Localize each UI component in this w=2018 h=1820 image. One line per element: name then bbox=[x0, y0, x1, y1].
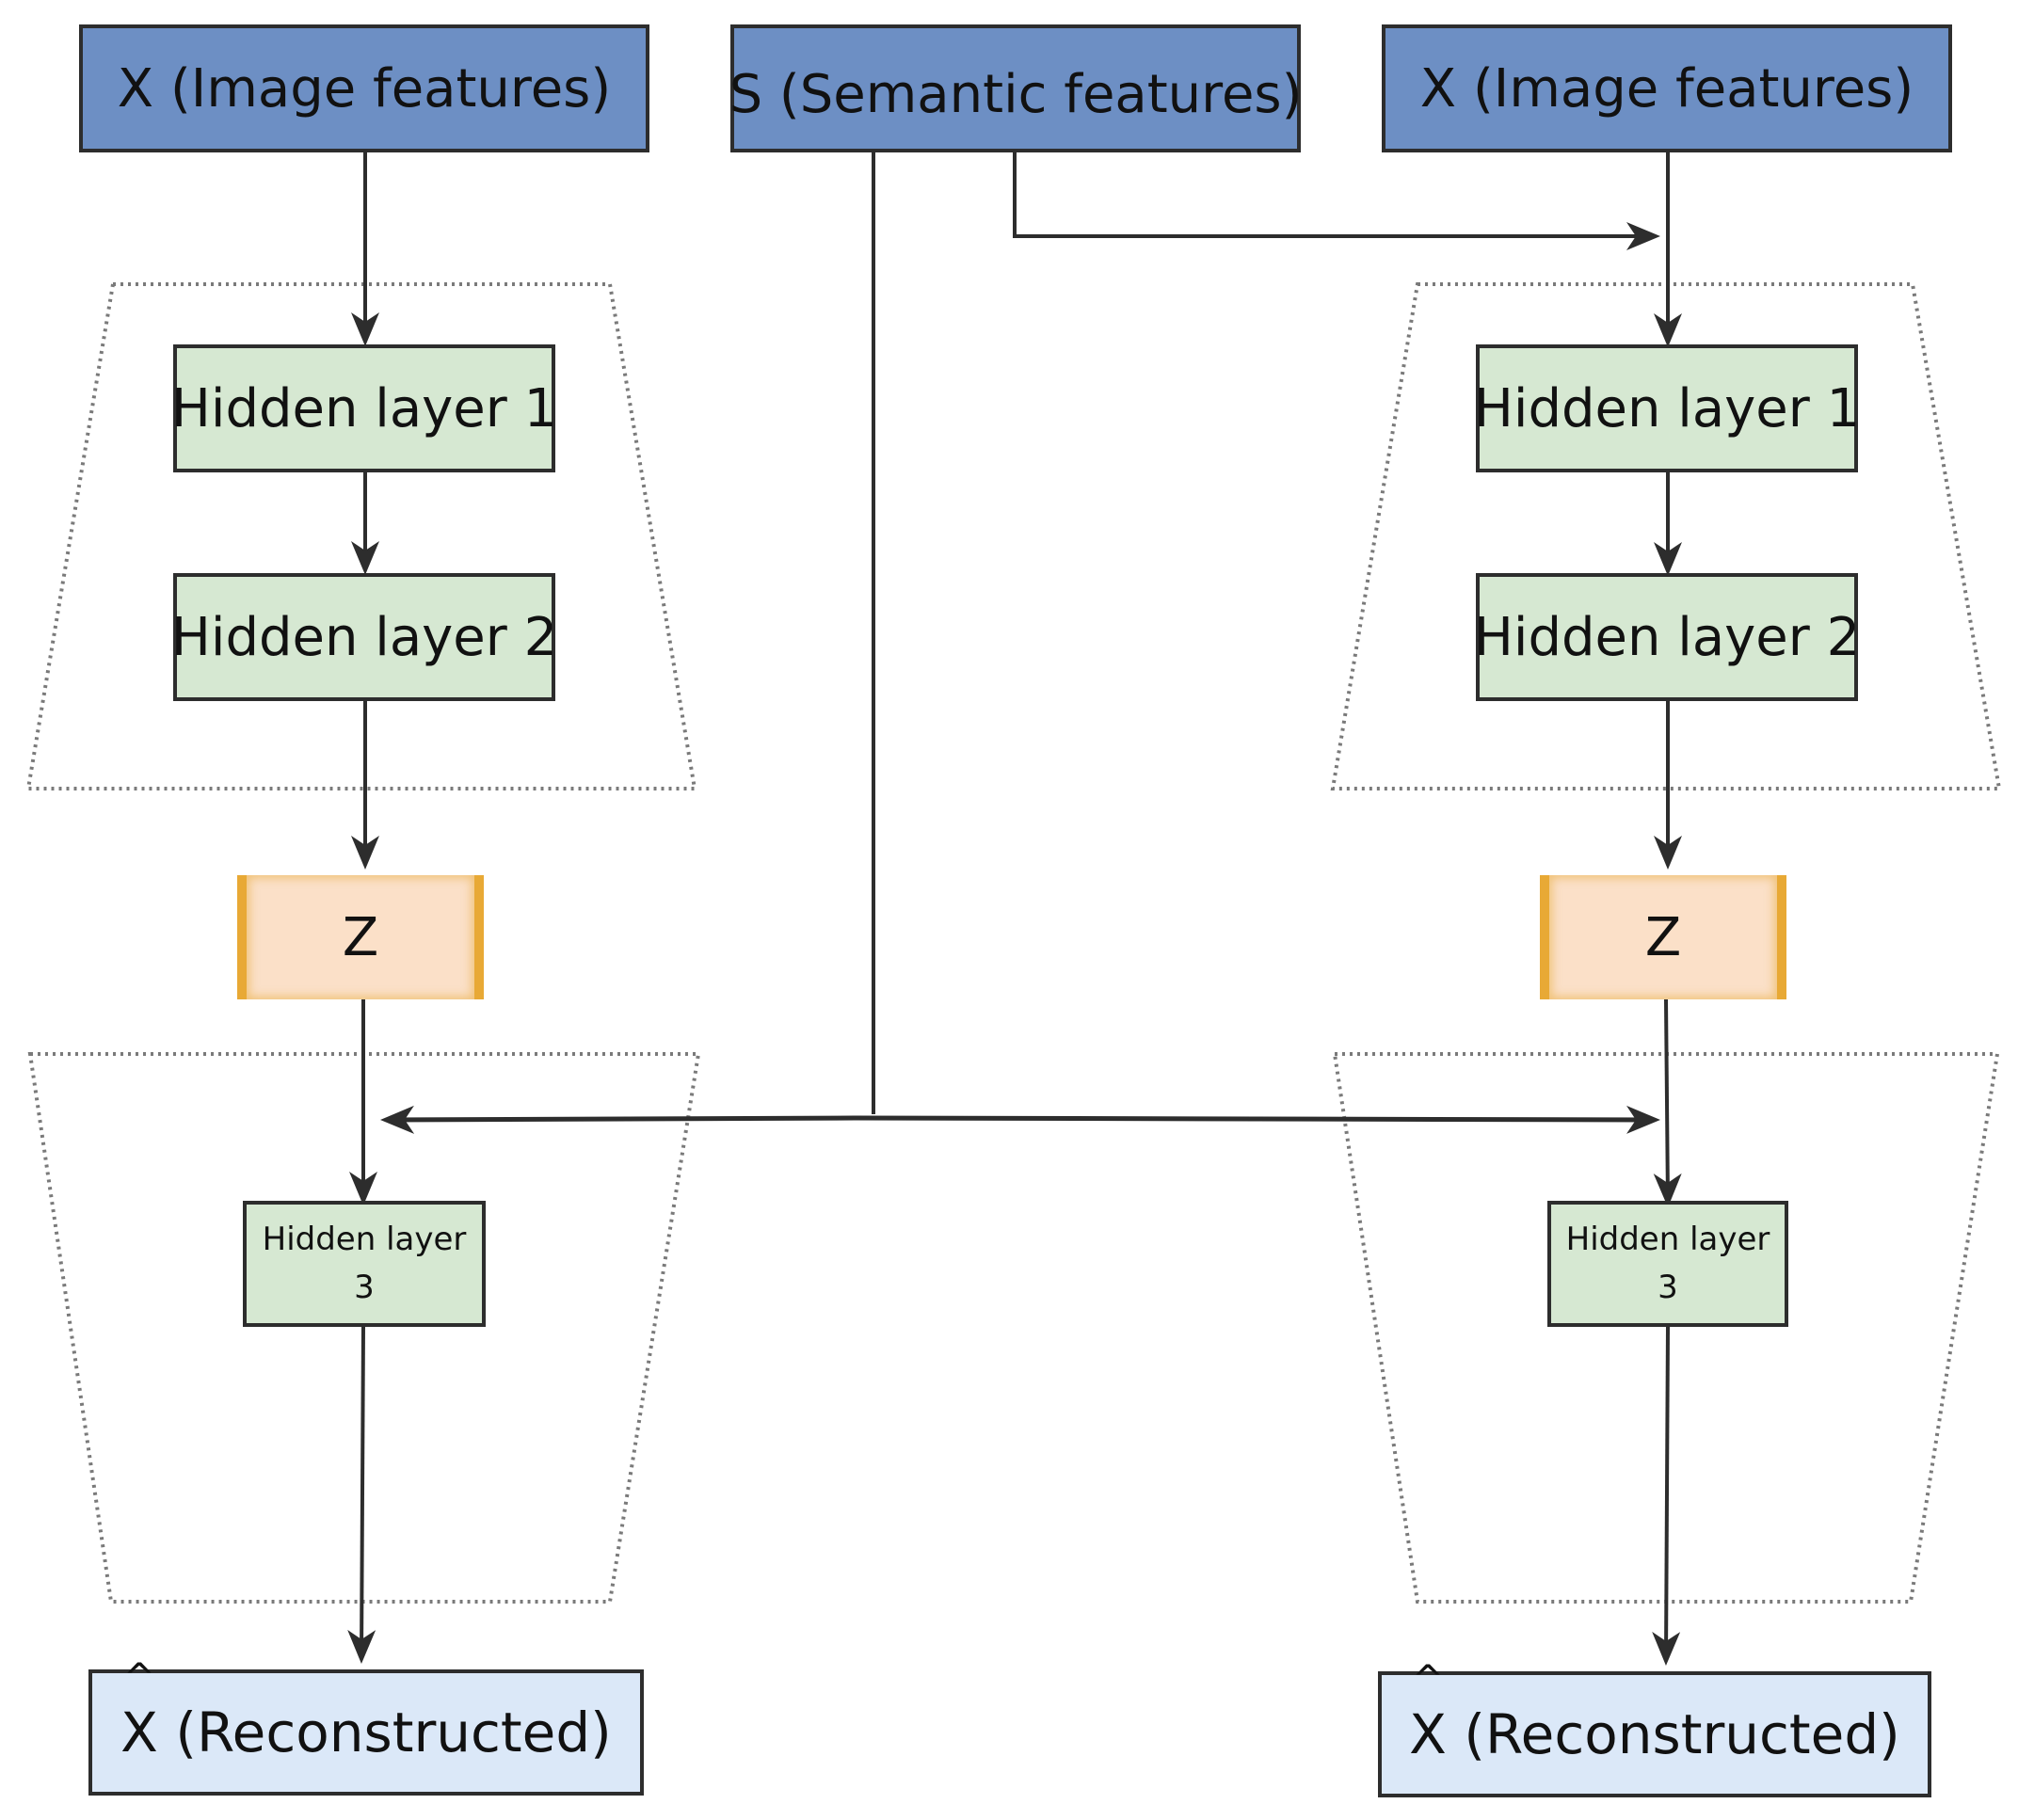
left-reconstructed-box: ^X (Reconstructed) bbox=[88, 1659, 644, 1796]
arrow-right-h3-to-output bbox=[1652, 1326, 1681, 1666]
semantic-to-right-decoder-arrow bbox=[854, 1105, 1660, 1134]
left-latent-z-label: Z bbox=[342, 906, 379, 968]
left-x-symbol: X bbox=[120, 1700, 158, 1764]
right-reconstructed-label: ^X (Reconstructed) bbox=[1409, 1661, 1900, 1766]
arrow-left-h3-to-output bbox=[347, 1326, 376, 1664]
arrow-right-z-to-h3 bbox=[1653, 998, 1682, 1207]
semantic-features-label: S (Semantic features) bbox=[729, 63, 1303, 125]
left-hat-glyph: ^ bbox=[123, 1656, 155, 1700]
semantic-features-box: S (Semantic features) bbox=[729, 24, 1303, 152]
semantic-to-right-encoder-arrow bbox=[1013, 152, 1660, 250]
left-x-hat-symbol: ^X bbox=[120, 1659, 158, 1764]
left-encoder-region bbox=[25, 282, 697, 790]
left-image-features-box: X (Image features) bbox=[79, 24, 649, 152]
right-hidden-layer-1-label: Hidden layer 1 bbox=[1473, 377, 1861, 439]
left-reconstructed-text: (Reconstructed) bbox=[157, 1700, 612, 1764]
right-x-symbol: X bbox=[1409, 1702, 1447, 1766]
right-latent-z-label: Z bbox=[1644, 906, 1682, 968]
left-hidden-layer-2-box: Hidden layer 2 bbox=[170, 573, 558, 701]
right-hidden-layer-2-box: Hidden layer 2 bbox=[1473, 573, 1861, 701]
right-hidden-layer-1-box: Hidden layer 1 bbox=[1473, 344, 1861, 472]
left-hidden-layer-3-box: Hidden layer 3 bbox=[243, 1201, 486, 1327]
left-reconstructed-label: ^X (Reconstructed) bbox=[120, 1659, 612, 1764]
left-hidden-layer-3-label-line1: Hidden layer bbox=[262, 1221, 467, 1258]
left-hidden-layer-1-box: Hidden layer 1 bbox=[170, 344, 558, 472]
right-x-hat-symbol: ^X bbox=[1409, 1661, 1447, 1766]
right-image-features-label: X (Image features) bbox=[1419, 57, 1914, 120]
semantic-to-left-decoder-arrow bbox=[380, 1105, 856, 1134]
left-image-features-label: X (Image features) bbox=[117, 57, 612, 120]
right-hidden-layer-3-label-line1: Hidden layer bbox=[1565, 1221, 1770, 1258]
right-hidden-layer-3-label-line2: 3 bbox=[1658, 1269, 1678, 1306]
left-hidden-layer-2-label: Hidden layer 2 bbox=[170, 606, 558, 668]
left-decoder-region bbox=[27, 1052, 701, 1604]
left-latent-z-box: Z bbox=[237, 875, 484, 999]
right-reconstructed-text: (Reconstructed) bbox=[1446, 1702, 1900, 1766]
left-hidden-layer-3-label-line2: 3 bbox=[354, 1269, 375, 1306]
right-hidden-layer-3-box: Hidden layer 3 bbox=[1547, 1201, 1788, 1327]
right-reconstructed-box: ^X (Reconstructed) bbox=[1378, 1661, 1931, 1797]
left-hidden-layer-1-label: Hidden layer 1 bbox=[170, 377, 558, 439]
right-latent-z-box: Z bbox=[1540, 875, 1786, 999]
right-hat-glyph: ^ bbox=[1412, 1658, 1444, 1701]
right-hidden-layer-2-label: Hidden layer 2 bbox=[1473, 606, 1861, 668]
right-image-features-box: X (Image features) bbox=[1382, 24, 1952, 152]
